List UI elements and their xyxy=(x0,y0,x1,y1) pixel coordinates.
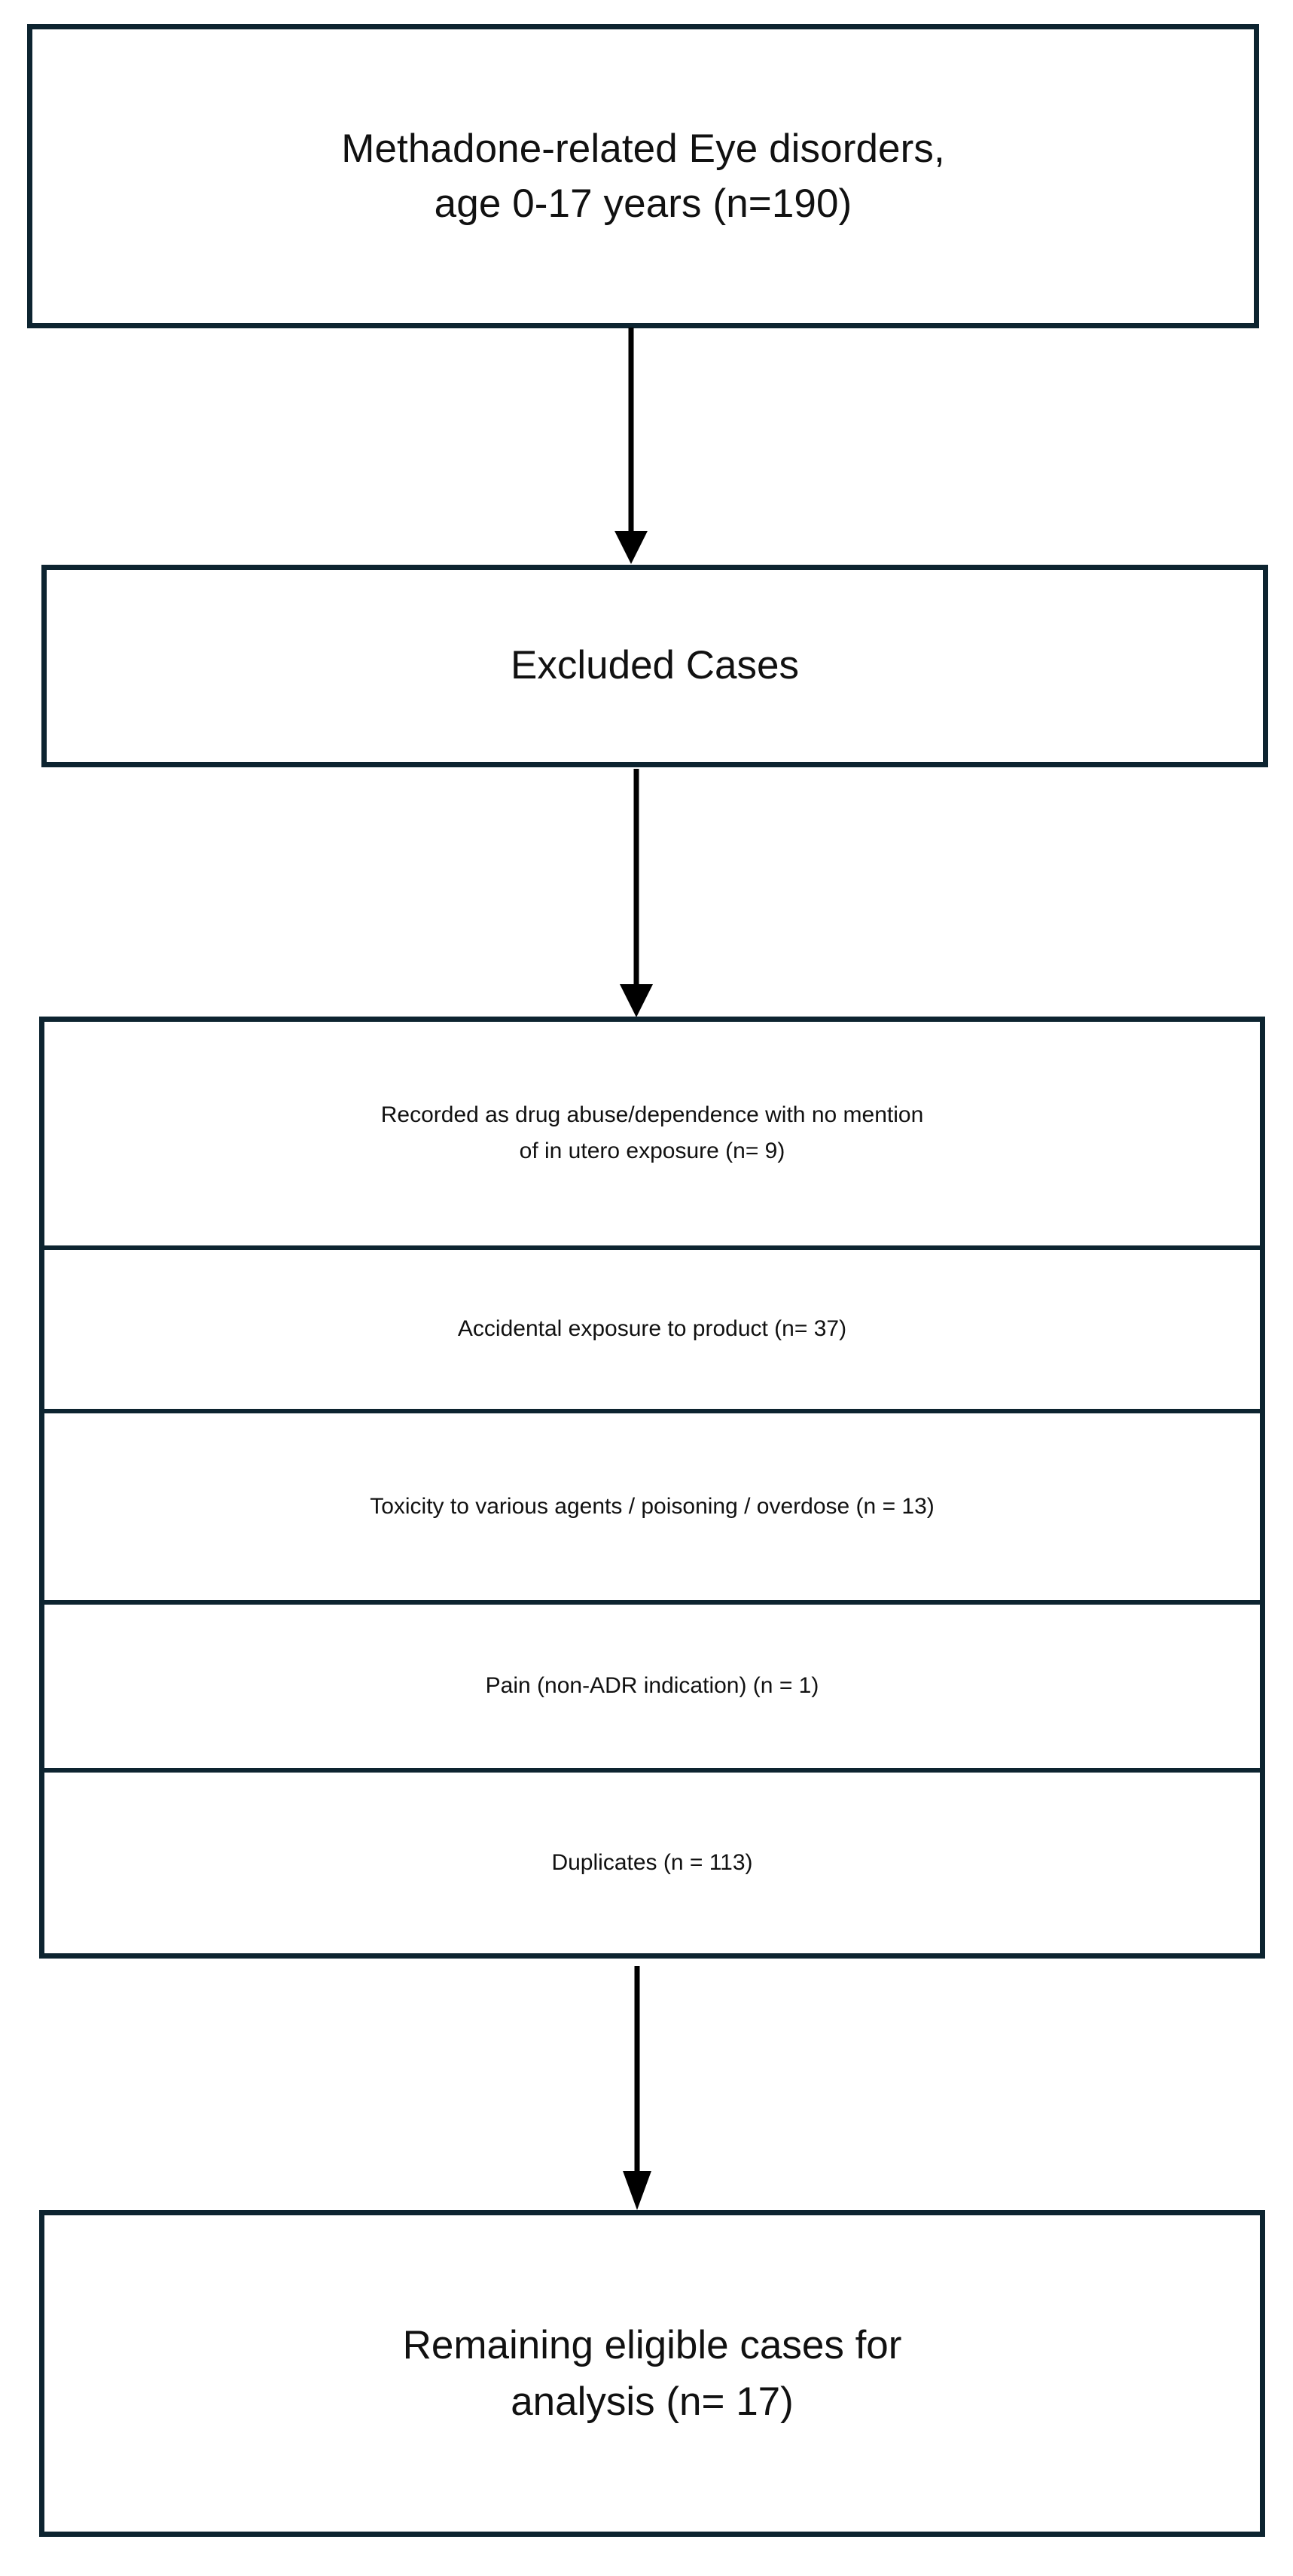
node-source-cohort: Methadone-related Eye disorders, age 0-1… xyxy=(27,24,1259,328)
exclusion-row-label: Pain (non-ADR indication) (n = 1) xyxy=(485,1673,819,1699)
exclusion-row: Pain (non-ADR indication) (n = 1) xyxy=(44,1605,1260,1773)
down-arrow-icon-table-to-remaining xyxy=(623,1966,651,2210)
down-arrow-icon-source-to-excluded xyxy=(614,328,648,564)
exclusion-reasons-table: Recorded as drug abuse/dependence with n… xyxy=(39,1017,1265,1959)
exclusion-row: Accidental exposure to product (n= 37) xyxy=(44,1249,1260,1413)
exclusion-row: Toxicity to various agents / poisoning /… xyxy=(44,1413,1260,1605)
exclusion-row-label: Accidental exposure to product (n= 37) xyxy=(457,1315,847,1341)
exclusion-row-label: Toxicity to various agents / poisoning /… xyxy=(370,1493,935,1519)
exclusion-row: Recorded as drug abuse/dependence with n… xyxy=(44,1022,1260,1250)
node-source-cohort-label: Methadone-related Eye disorders, age 0-1… xyxy=(341,126,945,226)
node-excluded-cases-header-label: Excluded Cases xyxy=(511,643,799,688)
down-arrow-icon-excluded-to-table xyxy=(620,769,653,1017)
exclusion-row-label: Recorded as drug abuse/dependence with n… xyxy=(380,1102,924,1164)
exclusion-row-label: Duplicates (n = 113) xyxy=(551,1849,753,1875)
exclusion-row: Duplicates (n = 113) xyxy=(44,1773,1260,1953)
node-remaining-eligible-cases: Remaining eligible cases for analysis (n… xyxy=(39,2210,1265,2537)
node-remaining-eligible-cases-label: Remaining eligible cases for analysis (n… xyxy=(402,2322,902,2424)
node-excluded-cases-header: Excluded Cases xyxy=(41,565,1268,767)
